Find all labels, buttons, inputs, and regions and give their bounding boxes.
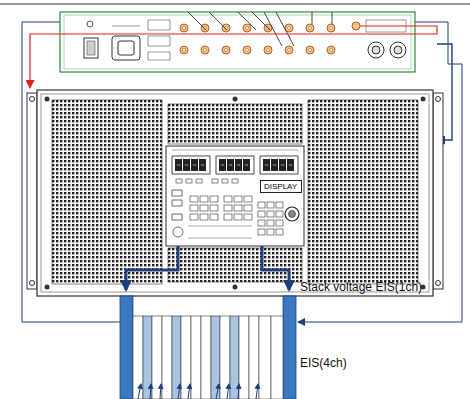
display-button: DISPLAY — [260, 180, 302, 193]
channel-label: Stack voltage EIS(1ch) — [300, 280, 422, 294]
channel-label: EIS(4ch) — [300, 356, 347, 370]
button-label: DISPLAY — [264, 182, 298, 191]
